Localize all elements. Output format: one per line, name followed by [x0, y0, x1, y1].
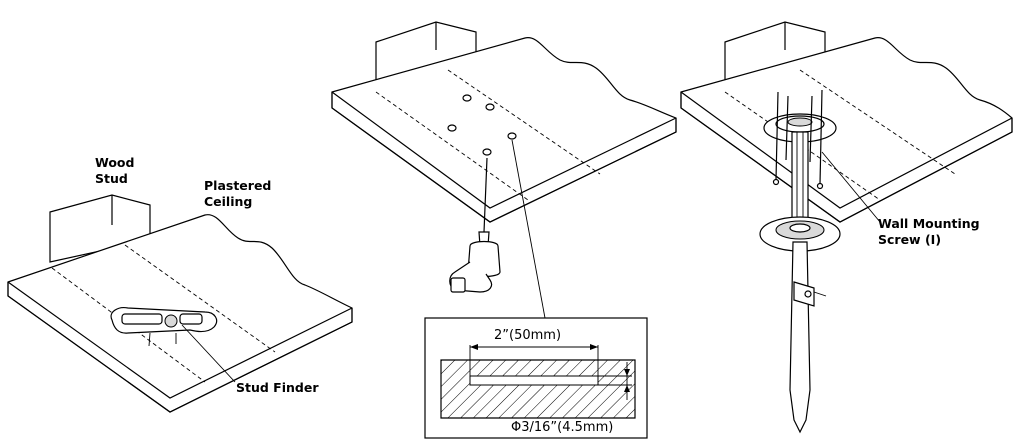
power-drill — [449, 157, 501, 293]
stud-finder-device — [110, 307, 218, 347]
detail-leader — [511, 139, 546, 319]
label-plastered-ceiling-1: Plastered — [204, 178, 271, 193]
pilot-hole — [462, 94, 472, 102]
hole-spacing-label: 2”(50mm) — [494, 328, 561, 343]
stud-line — [124, 244, 276, 353]
pilot-hole — [447, 124, 457, 132]
hole-detail-box: 2”(50mm) Φ3/16”(4.5mm) — [424, 317, 648, 439]
label-stud-finder: Stud Finder — [236, 380, 319, 395]
label-wall-mounting-1: Wall Mounting — [878, 216, 980, 231]
stud-line — [51, 267, 206, 383]
label-wood-stud-1: Wood — [95, 155, 134, 170]
hole-diameter-label: Φ3/16”(4.5mm) — [511, 420, 613, 435]
ceiling-board — [331, 37, 677, 223]
panel-mounting: Wall Mounting Screw (I) — [680, 21, 1013, 434]
panel-drilling: 2”(50mm) Φ3/16”(4.5mm) — [331, 21, 677, 439]
label-wall-mounting-2: Screw (I) — [878, 232, 941, 247]
stud-line — [447, 69, 601, 175]
screw-leader — [821, 151, 881, 223]
label-wood-stud-2: Stud — [95, 171, 128, 186]
stud-line — [375, 91, 529, 201]
ceiling-board — [680, 37, 1013, 223]
mounting-pole — [791, 131, 809, 223]
pilot-holes — [447, 94, 517, 156]
stud-finder-leader — [181, 324, 236, 383]
pilot-hole — [485, 103, 495, 111]
wall-mounting-screws — [772, 89, 824, 190]
stud-line — [799, 69, 956, 175]
panel-stud-finder: Wood Stud Plastered Ceiling Stud Finder — [7, 155, 353, 413]
pilot-hole — [507, 132, 517, 140]
extension-pole — [789, 241, 827, 434]
label-plastered-ceiling-2: Ceiling — [204, 194, 252, 209]
pilot-hole — [482, 148, 492, 156]
